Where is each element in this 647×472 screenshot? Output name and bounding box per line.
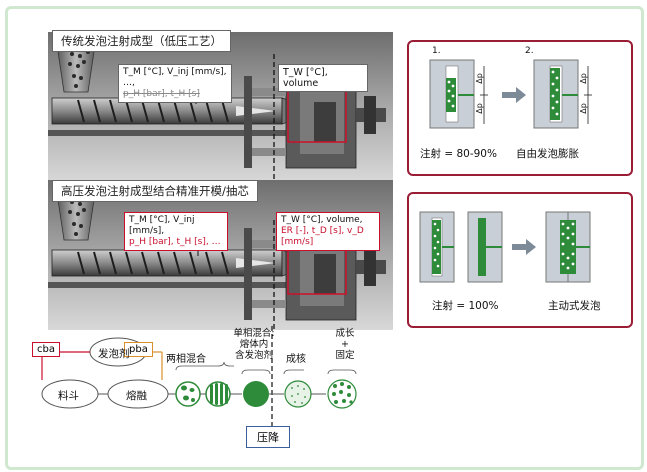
foaming-agent-label: 发泡剂 [98,348,130,360]
free-foaming-diagram [429,59,592,129]
active-foaming-caption: 主动式发泡 [548,300,601,312]
pba-tag: pba [124,342,153,357]
bottom-params-line1: T_M [°C], V_inj [mm/s], [129,215,195,236]
delta-p-label-1b: Δp [474,103,484,114]
top-machine-params-right: T_W [°C], volume [278,64,368,92]
hopper-label: 料斗 [58,390,79,402]
bottom-machine-image [48,180,393,330]
top-machine-image [48,32,393,182]
delta-p-label-2b: Δp [578,103,588,114]
bottom-params-right-line1: T_W [°C], volume, [281,215,363,225]
process-diagram [41,326,357,426]
step-2-label: 2. [525,46,534,56]
free-expansion-caption: 自由发泡膨胀 [516,148,579,160]
top-params-line2: p_H [bar], t_H [s] [123,89,200,99]
delta-p-label-1a: Δp [474,73,484,84]
top-params-line1: T_M [°C], V_inj [mm/s], …, [123,67,227,88]
growth-label: 成长 + 固定 [335,328,355,361]
melt-label: 熔融 [126,390,147,402]
top-machine-params-left: T_M [°C], V_inj [mm/s], …, p_H [bar], t_… [118,64,232,103]
step-1-label: 1. [432,46,441,56]
single-phase-label: 单相混合: 熔体内 含发泡剂 [233,328,275,361]
pressure-drop-box: 压降 [246,426,290,448]
bottom-machine-params-left: T_M [°C], V_inj [mm/s], p_H [bar], t_H [… [124,212,228,251]
active-foaming-diagram [419,211,591,283]
bottom-machine-title: 高压发泡注射成型结合精准开模/抽芯 [52,180,258,202]
two-phase-label: 两相混合 [166,354,206,365]
shot-100-caption: 注射 = 100% [432,300,499,312]
bottom-machine-params-right: T_W [°C], volume, ER [-], t_D [s], v_D [… [276,212,380,251]
delta-p-label-2a: Δp [578,73,588,84]
shot-80-90-caption: 注射 = 80-90% [420,148,497,160]
bottom-params-line2: p_H [bar], t_H [s], … [129,237,221,247]
top-machine-title: 传统发泡注射成型（低压工艺） [52,30,231,52]
bottom-params-right-line2: ER [-], t_D [s], v_D [mm/s] [281,226,364,247]
nucleation-label: 成核 [286,354,306,365]
cba-tag: cba [32,342,60,357]
